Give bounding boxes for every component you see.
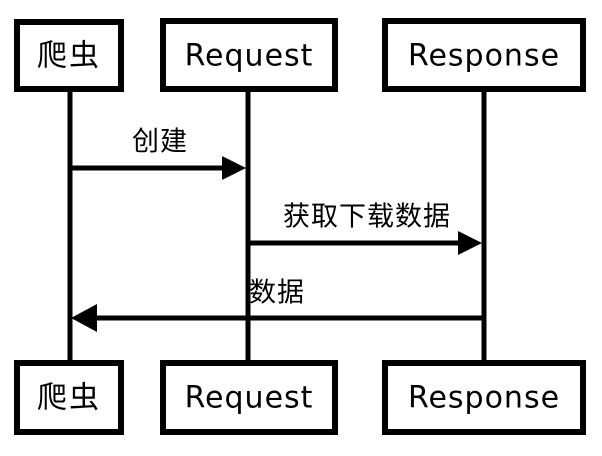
actor-box-request-bottom[interactable]: Request — [160, 360, 338, 435]
message-data[interactable]: 数据 — [71, 278, 484, 333]
message-data-label: 数据 — [249, 278, 305, 309]
actor-box-spider-top-rect — [14, 19, 124, 92]
message-create[interactable]: 创建 — [70, 127, 246, 181]
message-fetch-download-data[interactable]: 获取下载数据 — [248, 202, 482, 256]
actor-box-spider-bottom-rect — [14, 360, 124, 435]
actor-box-request-bottom-label: Request — [185, 381, 314, 416]
actor-box-response-bottom-label: Response — [408, 381, 560, 416]
message-data-arrowhead-icon — [71, 304, 97, 332]
bottom-actor-boxes-group: 爬虫 Request Response — [14, 360, 586, 435]
message-create-label: 创建 — [132, 127, 188, 158]
top-actor-boxes-group: 爬虫 Request Response — [14, 18, 586, 92]
message-fetch-download-data-label: 获取下载数据 — [283, 202, 451, 233]
actor-box-spider-bottom-label: 爬虫 — [37, 381, 101, 416]
actor-box-request-top[interactable]: Request — [160, 18, 338, 92]
actor-box-response-top[interactable]: Response — [382, 18, 586, 92]
message-create-arrowhead-icon — [222, 156, 246, 180]
actor-box-spider-bottom[interactable]: 爬虫 — [14, 360, 124, 435]
actor-box-spider-top[interactable]: 爬虫 — [14, 19, 124, 92]
actor-box-request-bottom-rect — [160, 360, 338, 435]
message-fetch-download-data-arrowhead-icon — [458, 231, 482, 255]
lifelines-group — [67, 92, 487, 360]
actor-box-response-top-rect — [382, 18, 586, 92]
actor-box-response-bottom[interactable]: Response — [382, 360, 586, 435]
actor-box-spider-top-label: 爬虫 — [37, 39, 101, 74]
actor-box-request-top-rect — [160, 18, 338, 92]
actor-box-request-top-label: Request — [185, 39, 314, 74]
actor-box-response-bottom-rect — [382, 360, 586, 435]
actor-box-response-top-label: Response — [408, 39, 560, 74]
